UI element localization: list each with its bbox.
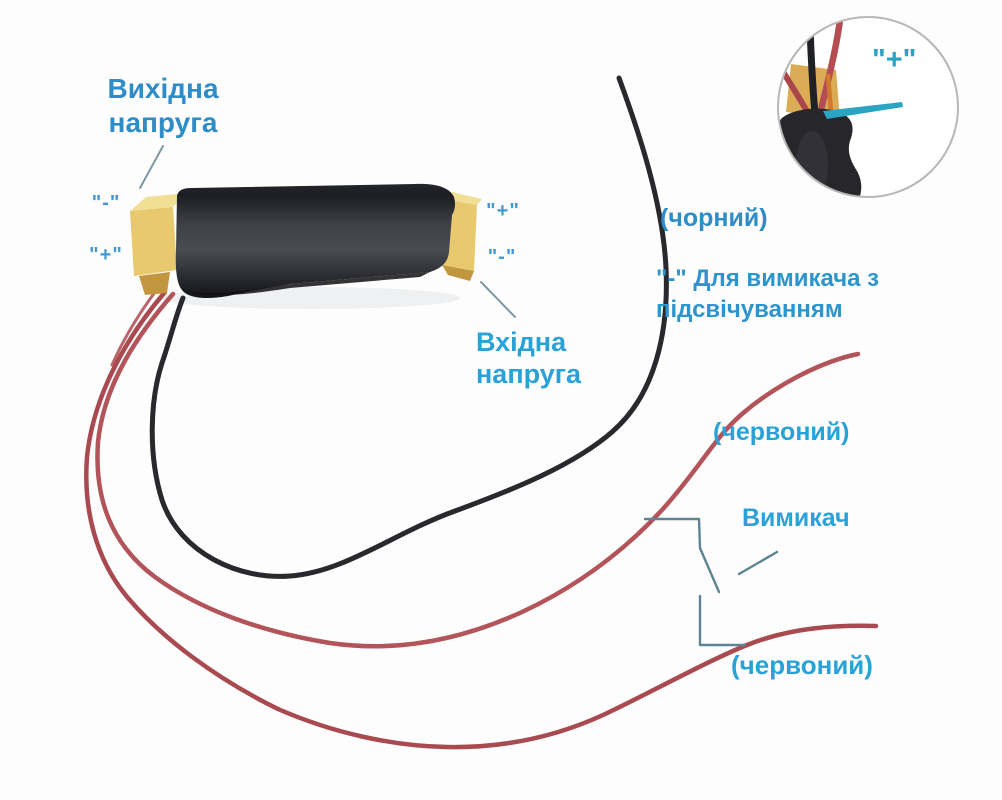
- red-wire-upper-label: (червоний): [713, 418, 850, 446]
- output-connector: [130, 193, 186, 295]
- output-minus-label: "-": [91, 192, 121, 214]
- inset-orange-wire: [825, 73, 834, 112]
- illuminated-switch-note: "-" Для вимикача з підсвічуванням: [656, 265, 880, 323]
- red-wire-strand: [110, 286, 160, 367]
- inset-red-wire-1: [816, 17, 845, 115]
- inset-plus-label: "+": [872, 44, 917, 76]
- black-wire: [149, 75, 669, 579]
- plus-pointer-line: [823, 102, 903, 119]
- inset-blob-highlight: [796, 131, 828, 197]
- input-minus-label: "-": [487, 246, 517, 268]
- black-wire-label: (чорний): [660, 204, 768, 232]
- output-plus-label: "+": [89, 244, 123, 266]
- input-leader-line: [480, 281, 516, 318]
- inset-detail: [777, 16, 959, 198]
- switch-leader-line: [737, 550, 779, 576]
- device-body-edge: [182, 272, 430, 296]
- output-leader-line: [139, 145, 164, 189]
- device-body: [175, 183, 456, 298]
- switch-label: Вимикач: [742, 504, 850, 532]
- red-wire-lower-label: (червоний): [731, 650, 873, 680]
- input-plus-label: "+": [486, 200, 520, 222]
- switch-symbol: [643, 517, 747, 647]
- input-voltage-label: Вхідна напруга: [476, 327, 582, 389]
- red-wire-lower: [84, 289, 879, 750]
- red-wire-upper: [95, 291, 861, 649]
- inset-circle-border: [777, 16, 959, 198]
- output-voltage-label: Вихідна напруга: [107, 73, 219, 138]
